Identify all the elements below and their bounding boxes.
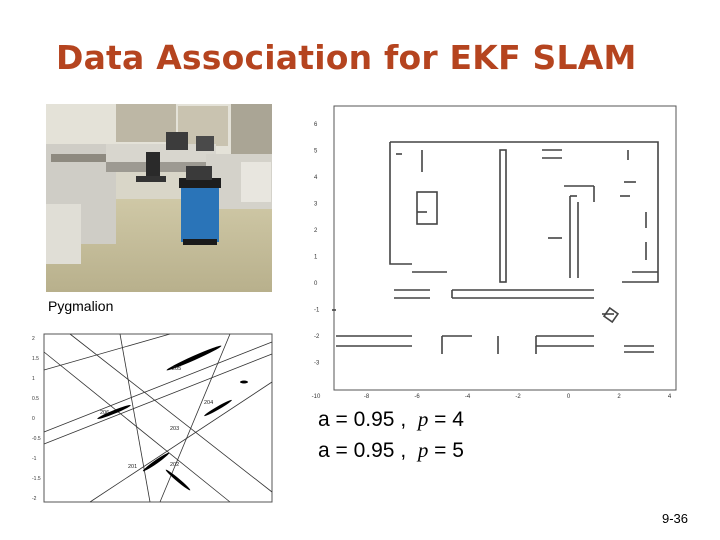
landmark-id-label: 206: [100, 410, 109, 416]
map-x-tick-label: -8: [364, 394, 370, 400]
cov-y-tick-label: 0: [32, 416, 35, 422]
map-y-tick-label: 1: [314, 255, 318, 261]
alpha-value: a = 0.95 ,: [318, 439, 407, 462]
map-y-tick-label: -1: [314, 308, 320, 314]
cov-y-tick-label: 2: [32, 336, 35, 342]
map-x-tick-label: 0: [567, 394, 571, 400]
map-y-tick-label: 5: [314, 149, 318, 155]
map-y-tick-label: 6: [314, 122, 318, 128]
photo-caption: Pygmalion: [48, 298, 114, 314]
map-x-tick-label: -6: [414, 394, 420, 400]
cov-y-tick-label: -2: [32, 496, 37, 502]
map-y-tick-label: 3: [314, 202, 318, 208]
landmark-id-label: 202: [170, 462, 179, 468]
param-row-1: a = 0.95 , p = 4: [318, 404, 464, 435]
landmark-id-label: 203: [170, 426, 179, 432]
landmark-id-label: 201: [128, 464, 137, 470]
map-x-tick-label: -2: [515, 394, 521, 400]
robot-office-photo: [46, 104, 272, 292]
cov-y-tick-label: -1: [32, 456, 37, 462]
parameter-list: a = 0.95 , p = 4 a = 0.95 , p = 5: [318, 404, 464, 466]
p-symbol: p: [417, 407, 429, 431]
map-x-tick-label: 4: [668, 394, 672, 400]
map-x-tick-label: -10: [312, 394, 321, 400]
map-y-tick-label: 4: [314, 175, 318, 181]
cov-y-tick-label: -0.5: [32, 436, 41, 442]
slide-title: Data Association for EKF SLAM: [56, 38, 637, 77]
landmark-id-label: 205: [172, 366, 181, 372]
map-y-tick-label: -3: [314, 361, 320, 367]
page-number: 9-36: [662, 511, 689, 526]
map-x-tick-label: -4: [465, 394, 471, 400]
p-value: = 5: [434, 439, 464, 462]
map-y-tick-label: 2: [314, 228, 318, 234]
cov-y-tick-label: -1.5: [32, 476, 41, 482]
param-row-2: a = 0.95 , p = 5: [318, 435, 464, 466]
map-y-tick-label: -2: [314, 334, 320, 340]
p-value: = 4: [434, 408, 464, 431]
cov-y-tick-label: 0.5: [32, 396, 39, 402]
landmark-map-plot: 6 5 4 3 2 1 0 -1 -2 -3 -10 -8 -6 -4 -2 0 2 4: [312, 105, 677, 400]
landmark-id-label: 204: [204, 400, 213, 406]
alpha-value: a = 0.95 ,: [318, 408, 407, 431]
covariance-ellipse-plot: 2 1.5 1 0.5 0 -0.5 -1 -1.5 -2 205 206 204 203 201 202: [32, 333, 273, 503]
cov-y-tick-label: 1: [32, 376, 35, 382]
cov-y-tick-label: 1.5: [32, 356, 39, 362]
p-symbol: p: [417, 438, 429, 462]
map-x-tick-label: 2: [617, 394, 621, 400]
map-y-tick-label: 0: [314, 281, 318, 287]
